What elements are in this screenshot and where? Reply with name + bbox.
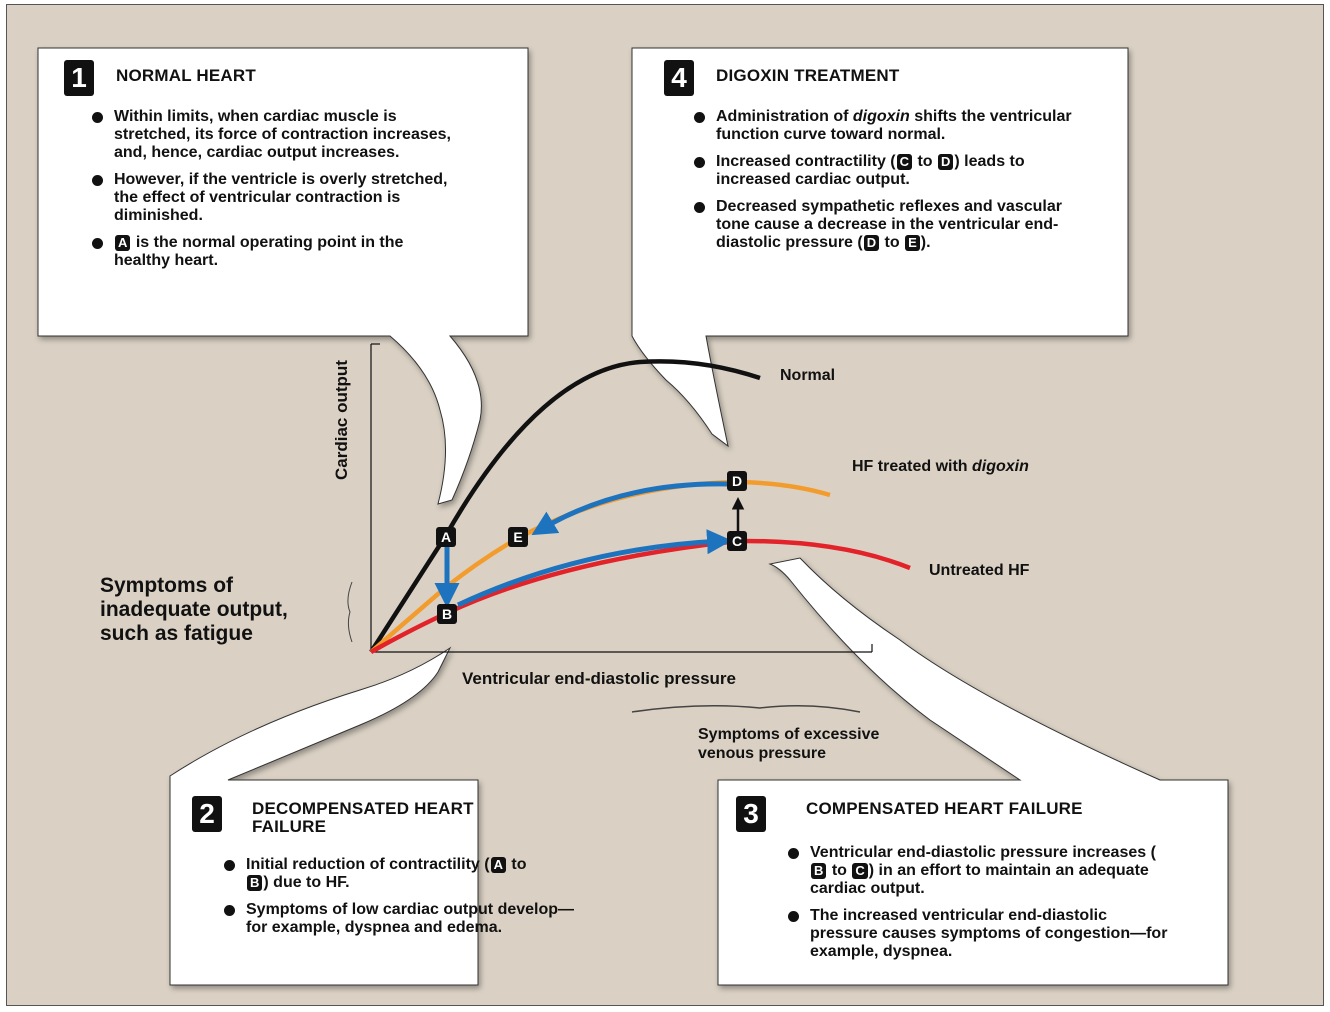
untreated-curve-label: Untreated HF: [929, 562, 1030, 579]
normal-heart-bullet-1: Within limits, when cardiac muscle is st…: [92, 108, 472, 162]
step-number-2: 2: [192, 796, 222, 832]
digoxin-bullet-2-to: to: [913, 153, 938, 170]
point-e-badge: E: [905, 235, 920, 251]
bullet-dot-icon: [694, 157, 705, 168]
decompensated-bullet-1-to: to: [506, 856, 527, 873]
bullet-dot-icon: [224, 905, 235, 916]
point-a-badge: A: [490, 857, 506, 873]
digoxin-bullet-1-text: Administration of: [716, 108, 853, 125]
compensated-bullet-1-to: to: [827, 862, 852, 879]
point-c-badge: C: [852, 863, 868, 879]
compensated-bullet-1: Ventricular end-diastolic pressure incre…: [788, 844, 1168, 898]
decompensated-bullet-2: Symptoms of low cardiac output develop—f…: [224, 901, 576, 937]
digoxin-curve-label: HF treated with digoxin: [852, 458, 1029, 476]
symptoms-inadequate-output: Symptoms of inadequate output, such as f…: [100, 574, 288, 645]
untreated-curve: [369, 538, 911, 654]
digoxin-curve-label-text: HF treated with: [852, 458, 973, 475]
digoxin-bullet-1: Administration of digoxin shifts the ven…: [694, 108, 1084, 144]
digoxin-bullet-2: Increased contractility (C to D) leads t…: [694, 153, 1084, 189]
decompensated-bullet-1-text-end: ) due to HF.: [263, 874, 350, 891]
point-a: A: [436, 527, 456, 547]
digoxin-bullet-2-text: Increased contractility (: [716, 153, 896, 170]
point-b-badge: B: [811, 863, 827, 879]
normal-curve: [369, 359, 761, 654]
normal-heart-title: NORMAL HEART: [116, 66, 256, 85]
bullet-dot-icon: [92, 112, 103, 123]
digoxin-bullet-3-text: Decreased sympathetic reflexes and vascu…: [716, 198, 1062, 251]
normal-curve-label: Normal: [780, 367, 836, 384]
callout-decompensated: [169, 646, 479, 986]
digoxin-bullet-2-text-end: ) leads to increased cardiac output.: [716, 153, 1025, 188]
point-c: C: [727, 531, 747, 551]
decompensated-box: 2 DECOMPENSATED HEART FAILURE Initial re…: [170, 780, 574, 985]
bullet-dot-icon: [694, 112, 705, 123]
normal-heart-bullet-2-text: However, if the ventricle is overly stre…: [114, 171, 448, 224]
normal-heart-bullet-2: However, if the ventricle is overly stre…: [92, 171, 472, 225]
digoxin-bullet-1-drug: digoxin: [852, 108, 910, 125]
compensated-bullet-2-text: The increased ventricular end-diastolic …: [810, 907, 1168, 960]
brace-inadequate-output: [347, 581, 353, 643]
step-number-3: 3: [736, 796, 766, 832]
normal-heart-bullet-1-text: Within limits, when cardiac muscle is st…: [114, 108, 451, 161]
normal-heart-box: 1 NORMAL HEART Within limits, when cardi…: [38, 48, 528, 336]
arrow-b-to-c: [456, 529, 732, 608]
decompensated-bullet-1: Initial reduction of contractility (A to…: [224, 856, 546, 892]
decompensated-bullet-1-text: Initial reduction of contractility (: [246, 856, 490, 873]
compensated-bullet-2: The increased ventricular end-diastolic …: [788, 907, 1168, 961]
arrow-d-to-e: [531, 481, 729, 536]
compensated-box: 3 COMPENSATED HEART FAILURE Ventricular …: [718, 780, 1228, 985]
digoxin-box: 4 DIGOXIN TREATMENT Administration of di…: [632, 48, 1128, 336]
digoxin-bullet-3: Decreased sympathetic reflexes and vascu…: [694, 198, 1076, 252]
digoxin-title: DIGOXIN TREATMENT: [716, 66, 900, 85]
normal-heart-bullet-3: A is the normal operating point in the h…: [92, 234, 424, 270]
bullet-dot-icon: [92, 238, 103, 249]
callout-compensated: [717, 557, 1229, 986]
point-d: D: [727, 471, 747, 491]
point-a-badge: A: [115, 235, 131, 251]
bullet-dot-icon: [224, 860, 235, 871]
decompensated-bullet-2-text: Symptoms of low cardiac output develop—f…: [246, 901, 575, 936]
bullet-dot-icon: [92, 175, 103, 186]
point-c-badge: C: [896, 154, 913, 170]
step-number-1: 1: [64, 60, 94, 96]
normal-heart-bullet-3-text: is the normal operating point in the hea…: [114, 234, 404, 269]
digoxin-bullet-3-text-end: ).: [920, 234, 931, 251]
brace-excessive-pressure: [631, 705, 861, 713]
point-b: B: [437, 604, 457, 624]
bullet-dot-icon: [694, 202, 705, 213]
bullet-dot-icon: [788, 911, 799, 922]
point-b-badge: B: [247, 875, 263, 891]
callout-digoxin: [631, 47, 1129, 448]
x-axis-label: Ventricular end-diastolic pressure: [462, 669, 736, 688]
digoxin-bullet-1-text-end: shifts the ventricular function curve to…: [716, 108, 1072, 143]
point-e: E: [508, 527, 528, 547]
symptoms-excessive-pressure: Symptoms of excessive venous pressure: [698, 726, 880, 762]
y-axis-label: Cardiac output: [332, 360, 351, 480]
digoxin-bullet-3-to: to: [880, 234, 905, 251]
bullet-dot-icon: [788, 848, 799, 859]
compensated-bullet-1-text-end: ) in an effort to maintain an adequate c…: [810, 862, 1149, 897]
digoxin-curve: [369, 479, 831, 654]
point-d-badge: D: [863, 235, 880, 251]
digoxin-curve-label-drug: digoxin: [972, 458, 1029, 475]
decompensated-title: DECOMPENSATED HEART FAILURE: [252, 799, 474, 836]
callout-normal-heart: [37, 47, 529, 505]
point-d-badge: D: [938, 154, 954, 170]
compensated-title: COMPENSATED HEART FAILURE: [806, 799, 1083, 818]
step-number-4: 4: [664, 60, 694, 96]
compensated-bullet-1-text: Ventricular end-diastolic pressure incre…: [810, 844, 1156, 861]
